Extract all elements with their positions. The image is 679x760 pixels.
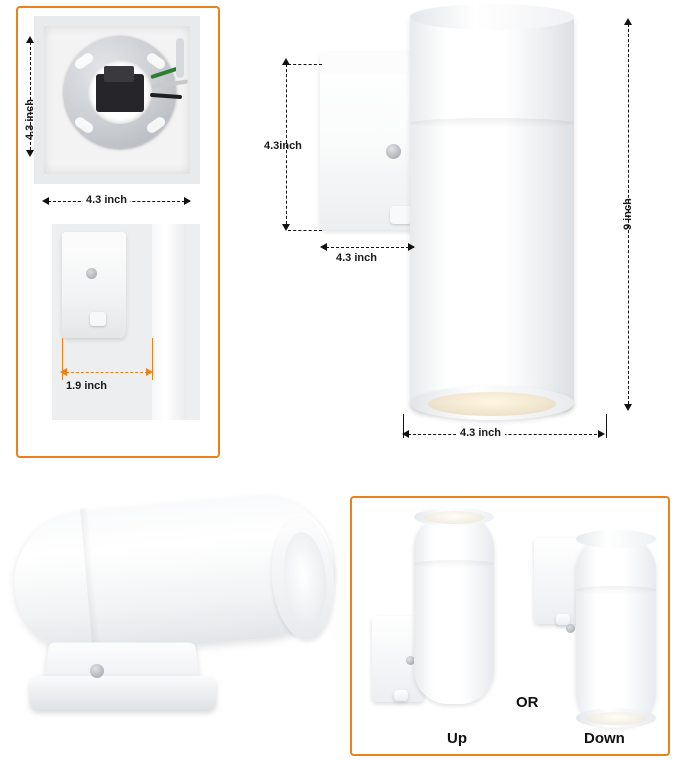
bracket-depth2-arrow-left bbox=[320, 243, 327, 251]
up-label: Up bbox=[447, 730, 467, 747]
bracket-depth2-dim-line bbox=[326, 247, 414, 248]
cylinder-body bbox=[410, 12, 574, 412]
wall-bracket bbox=[320, 52, 416, 230]
diameter-extension-right bbox=[606, 414, 607, 438]
orientation-comparison-panel bbox=[350, 496, 670, 756]
cylinder-top-cap bbox=[410, 4, 574, 30]
wall-bracket-screw bbox=[386, 144, 401, 159]
bracket-height-tick-bottom bbox=[288, 230, 322, 231]
or-label: OR bbox=[516, 694, 539, 711]
diameter-dim-line bbox=[408, 434, 602, 435]
up-fixture-screw bbox=[406, 656, 415, 665]
bracket-depth-label: 1.9 inch bbox=[66, 380, 107, 392]
angled-fixture-wall-plate bbox=[30, 676, 216, 710]
mounting-plate-panel bbox=[16, 6, 220, 458]
total-height-dim-line bbox=[628, 24, 629, 404]
plate-width-label: 4.3 inch bbox=[83, 194, 130, 206]
down-fixture-screw bbox=[566, 624, 575, 633]
depth-extension-left bbox=[62, 338, 63, 380]
down-fixture-top-cap bbox=[576, 530, 656, 548]
bracket-depth-arrow-right bbox=[146, 368, 153, 376]
bracket-depth2-arrow-right bbox=[408, 243, 415, 251]
up-fixture-seam bbox=[414, 560, 494, 568]
wall-surface bbox=[152, 224, 186, 420]
depth-extension-right bbox=[152, 338, 153, 380]
plate-width-arrow-right bbox=[184, 197, 191, 205]
wall-bracket-top bbox=[320, 52, 416, 74]
diameter-extension-left bbox=[403, 414, 404, 438]
down-label: Down bbox=[584, 730, 625, 747]
bracket-height-dim-line bbox=[286, 64, 287, 224]
side-bracket-top-face bbox=[62, 232, 126, 248]
total-height-arrow-down bbox=[624, 404, 632, 411]
cylinder-bottom-lens bbox=[428, 392, 556, 416]
down-fixture-bottom-lens bbox=[586, 712, 646, 725]
bracket-depth-arrow-left bbox=[60, 368, 67, 376]
up-fixture-top-lens bbox=[424, 511, 484, 524]
diameter-arrow-right bbox=[598, 430, 605, 438]
wall-bracket-nub bbox=[390, 206, 412, 224]
up-fixture-nub bbox=[394, 690, 408, 701]
wire-connector-block-top bbox=[104, 66, 134, 82]
total-height-label: 9 inch bbox=[622, 198, 634, 230]
down-fixture-seam bbox=[576, 586, 656, 594]
angled-fixture-screw bbox=[90, 664, 104, 678]
up-fixture-cylinder bbox=[414, 514, 494, 704]
bracket-height-tick-top bbox=[288, 64, 322, 65]
bracket-depth-dim-line bbox=[66, 372, 148, 373]
cable-sleeve bbox=[176, 38, 184, 78]
plate-height-label: 4.3 inch bbox=[24, 99, 36, 140]
diameter-arrow-left bbox=[402, 430, 409, 438]
plate-width-arrow-left bbox=[42, 197, 49, 205]
total-height-arrow-up bbox=[624, 18, 632, 25]
cylinder-seam bbox=[410, 118, 574, 128]
bracket-height-label: 4.3inch bbox=[264, 140, 302, 152]
plate-height-arrow-down bbox=[26, 150, 34, 157]
down-fixture-nub bbox=[556, 614, 570, 625]
side-bracket-screw bbox=[86, 268, 97, 279]
plate-height-dim-line bbox=[30, 42, 31, 150]
plate-height-arrow-up bbox=[26, 36, 34, 43]
bracket-height-arrow-down bbox=[282, 224, 290, 231]
down-fixture-cylinder bbox=[576, 536, 656, 726]
side-bracket-nub bbox=[90, 312, 106, 326]
bracket-depth2-label: 4.3 inch bbox=[336, 252, 377, 264]
bracket-height-arrow-up bbox=[282, 58, 290, 65]
diameter-label: 4.3 inch bbox=[456, 427, 505, 439]
